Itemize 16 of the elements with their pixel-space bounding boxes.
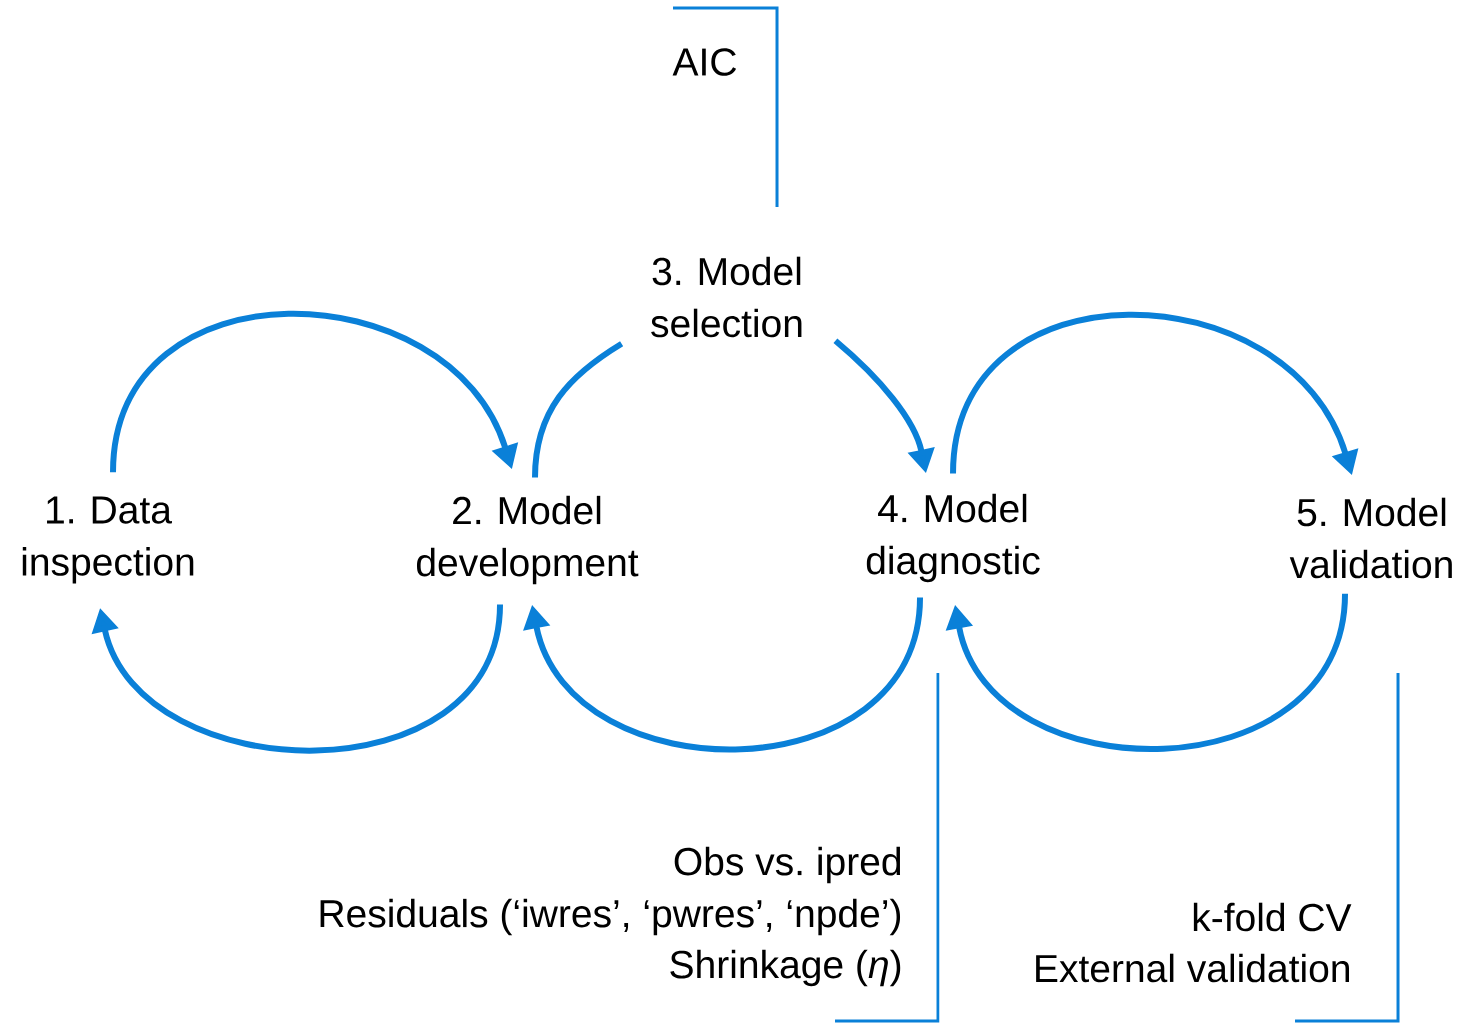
step-label: 5. Model validation	[1289, 497, 1452, 579]
step-label: 1. Data inspection	[22, 496, 194, 584]
note-text: Obs vs. ipred	[674, 846, 901, 884]
step-label: 2. Model development	[417, 495, 639, 585]
curved-arrow	[945, 593, 1348, 752]
note-text: Residuals (‘iwres’, ‘pwres’, ‘npde’)	[320, 898, 901, 936]
note-text: AIC	[672, 48, 736, 76]
note-text: Shrinkage (η)	[670, 949, 901, 987]
curved-line	[532, 341, 624, 478]
curved-arrow	[523, 597, 923, 753]
step-label: 4. Model diagnostic	[866, 493, 1040, 583]
note-text: k-fold CV	[1193, 902, 1352, 932]
curved-arrow	[91, 604, 503, 754]
note-text: External validation	[1036, 953, 1349, 983]
curved-arrow	[110, 310, 519, 473]
step-label: 3. Model selection	[651, 256, 802, 338]
